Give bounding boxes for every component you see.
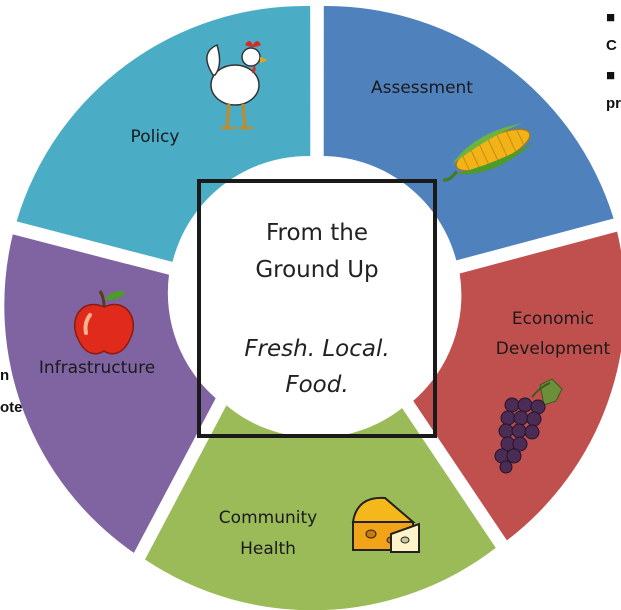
center-hole — [176, 156, 456, 436]
center-box: From the Ground Up Fresh. Local. Food. — [197, 179, 437, 438]
fragment-top-right-2: C — [606, 37, 617, 54]
community-label-line1: Community — [219, 508, 317, 528]
policy-label: Policy — [131, 127, 180, 147]
fragment-left-2: ote — [0, 399, 23, 416]
fragment-top-right-1: ■ — [606, 9, 615, 26]
economic-label-line2: Development — [496, 339, 611, 359]
segment-infrastructure — [4, 234, 216, 553]
apple-icon — [73, 290, 135, 355]
fragment-top-right-3: ■ — [606, 67, 615, 84]
infrastructure-label: Infrastructure — [39, 358, 155, 378]
community-label-line2: Health — [240, 539, 296, 559]
corn-icon — [442, 123, 534, 182]
economic-label-line1: Economic — [512, 309, 594, 329]
segment-economic-development — [413, 231, 621, 541]
fragment-left-1: n — [0, 367, 9, 384]
center-frame — [197, 179, 437, 438]
fragment-top-right-4: pr — [606, 95, 621, 112]
center-tagline-line2: Food. — [285, 372, 348, 398]
segment-community-health — [145, 405, 496, 610]
segment-assessment — [323, 5, 614, 261]
center-tagline-line1: Fresh. Local. — [244, 336, 389, 362]
assessment-label: Assessment — [371, 78, 473, 98]
grapes-icon — [494, 378, 563, 474]
chicken-icon — [206, 41, 268, 130]
center-title-line1: From the — [266, 220, 368, 246]
center-title-line2: Ground Up — [255, 257, 378, 283]
cropped-text-fragments: ■ C ■ pr n ote — [0, 9, 621, 416]
ring — [4, 5, 621, 610]
cheese-icon — [351, 496, 420, 553]
